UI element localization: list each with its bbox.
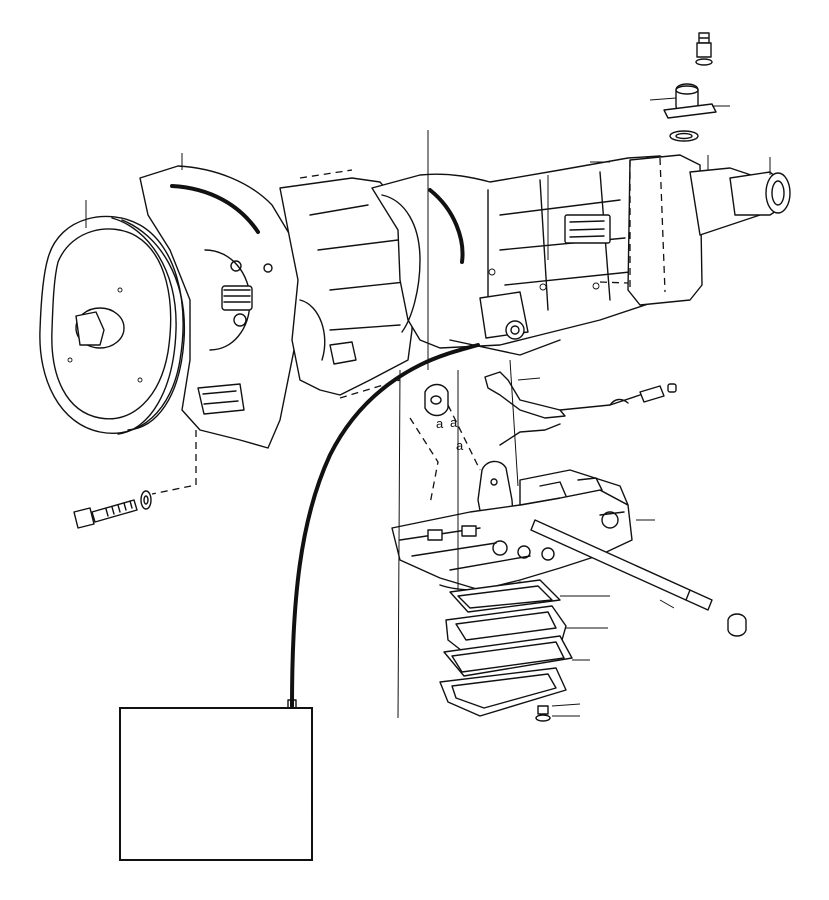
housing-bolt (73, 430, 197, 529)
inset-box (119, 707, 313, 861)
part-label: a (436, 416, 444, 431)
part-label: a (450, 415, 458, 430)
valve-body (391, 469, 633, 591)
part-label: a (456, 438, 464, 453)
extension-housing (627, 154, 791, 306)
part-labels: a a a (436, 415, 464, 453)
leader-lines (85, 130, 771, 719)
torque-converter (39, 215, 186, 435)
selector-shaft (530, 519, 747, 637)
kickdown-linkage (409, 371, 677, 505)
top-fitting-stack (649, 32, 730, 142)
main-transmission-housing (371, 155, 691, 356)
gasket-filter-pan-stack (439, 579, 610, 722)
bell-housing (139, 165, 301, 449)
